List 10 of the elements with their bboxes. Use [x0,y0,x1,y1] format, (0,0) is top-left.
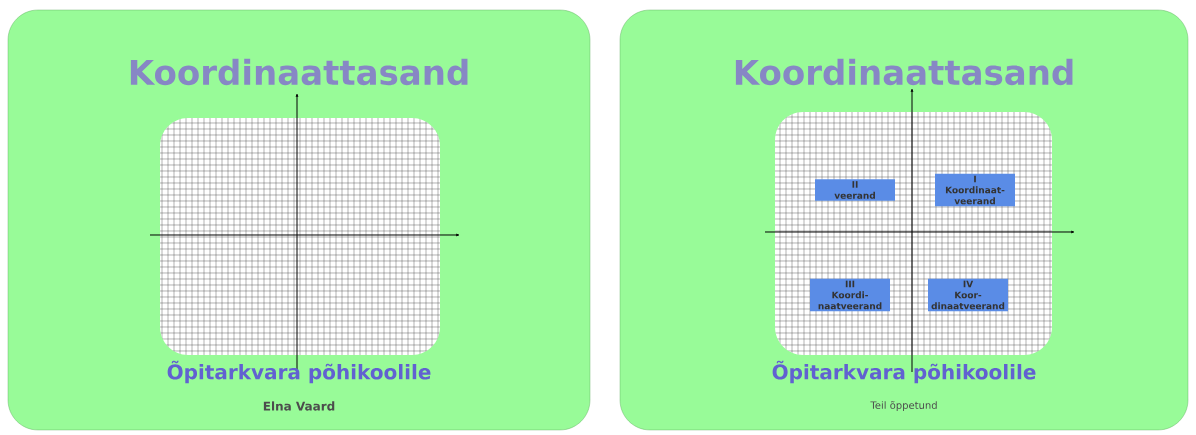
quadrant-label: I Koordinaat- veerand [935,173,1015,207]
subtitle: Õpitarkvara põhikoolile [772,360,1036,384]
author-name: Teil õppetund [870,401,937,411]
subtitle: Õpitarkvara põhikoolile [167,360,431,384]
title: Koordinaattasand [735,58,1073,86]
quadrant-label: II veerand [815,179,895,201]
quadrant-label: III Koordi- naatveerand [810,278,890,312]
author-name: Elna Vaard [263,401,335,411]
title: Koordinaattasand [130,58,468,86]
quadrant-label: IV Koor- dinaatveerand [928,278,1008,312]
